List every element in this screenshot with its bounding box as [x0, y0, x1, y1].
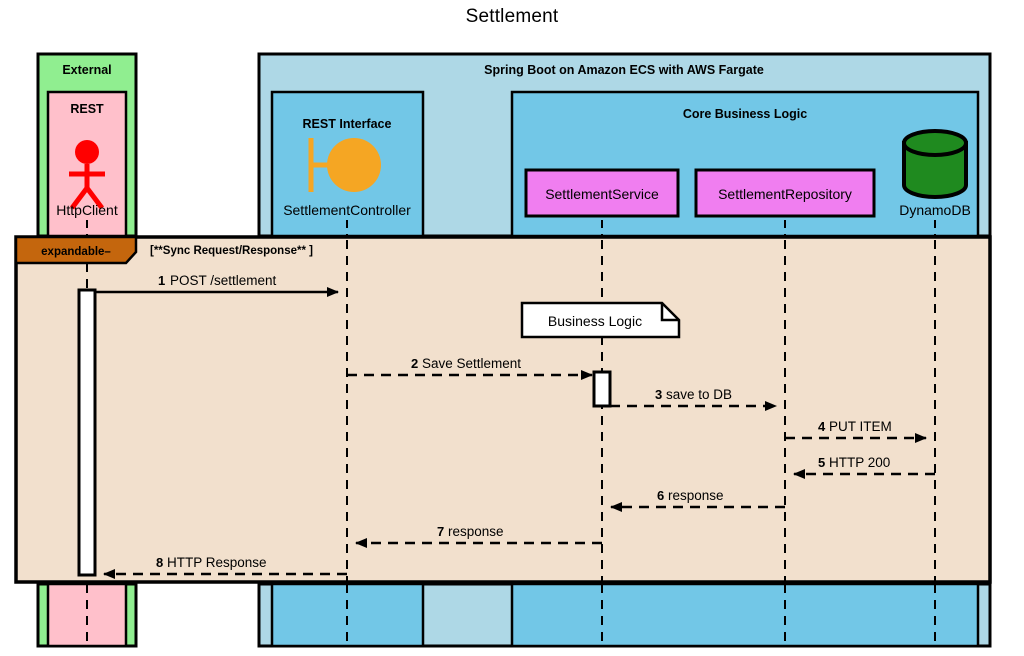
- message-7[interactable]: 7 response: [355, 524, 602, 548]
- message-6-label: response: [668, 488, 724, 503]
- message-4-label: PUT ITEM: [829, 419, 892, 434]
- message-2-number: 2: [411, 356, 418, 371]
- participant-label-dynamodb: DynamoDB: [899, 202, 971, 218]
- message-5-label: HTTP 200: [829, 455, 890, 470]
- fragment-operator-label: expandable–: [41, 246, 111, 258]
- participant-label-settlementrepository: SettlementRepository: [718, 186, 852, 202]
- message-8[interactable]: 8 HTTP Response: [103, 555, 347, 579]
- message-8-label: HTTP Response: [167, 555, 267, 570]
- message-5[interactable]: 5 HTTP 200: [793, 455, 935, 479]
- participant-label-httpclient: HttpClient: [56, 202, 118, 218]
- message-6[interactable]: 6 response: [610, 488, 785, 512]
- page-title: Settlement: [465, 6, 559, 27]
- activation-bars: [77, 288, 612, 577]
- group-label-rest-interface: REST Interface: [303, 117, 392, 131]
- participant-httpclient[interactable]: HttpClient: [56, 140, 118, 218]
- participant-label-settlementservice: SettlementService: [545, 186, 659, 202]
- message-6-number: 6: [657, 488, 664, 503]
- message-3-number: 3: [655, 387, 662, 402]
- message-7-label: response: [448, 524, 504, 539]
- fragment-operator-tab[interactable]: [14, 235, 138, 265]
- message-8-number: 8: [156, 555, 163, 570]
- activation-httpclient: [77, 288, 97, 577]
- participant-settlementrepository[interactable]: SettlementRepository: [694, 168, 876, 218]
- message-7-number: 7: [437, 524, 444, 539]
- fragment-guard-label: [**Sync Request/Response** ]: [150, 245, 313, 257]
- activation-settlementservice: [592, 370, 612, 408]
- group-label-spring-boot: Spring Boot on Amazon ECS with AWS Farga…: [484, 63, 764, 77]
- group-label-core-business-logic: Core Business Logic: [683, 107, 807, 121]
- message-2[interactable]: 2 Save Settlement: [347, 356, 593, 380]
- message-1[interactable]: 1 POST /settlement: [95, 273, 339, 297]
- participant-settlementcontroller[interactable]: SettlementController: [283, 138, 411, 218]
- message-3-label: save to DB: [666, 387, 732, 402]
- footer-core-logic: [510, 582, 980, 648]
- footer-rest-interface: [270, 582, 425, 648]
- note-business-logic: Business Logic: [520, 301, 681, 339]
- message-1-label: POST /settlement: [170, 273, 277, 288]
- lifeline-stubs: [86, 220, 936, 236]
- group-label-external: External: [62, 63, 111, 77]
- message-4[interactable]: 4 PUT ITEM: [785, 419, 927, 443]
- combined-fragment: expandable– [**Sync Request/Response** ]: [14, 235, 992, 584]
- participant-dynamodb[interactable]: DynamoDB: [899, 129, 971, 218]
- message-3[interactable]: 3 save to DB: [610, 387, 777, 411]
- note-text: Business Logic: [548, 313, 642, 329]
- message-4-number: 4: [818, 419, 826, 434]
- participant-label-settlementcontroller: SettlementController: [283, 202, 411, 218]
- message-2-label: Save Settlement: [422, 356, 521, 371]
- group-label-rest: REST: [70, 102, 104, 116]
- participant-settlementservice[interactable]: SettlementService: [524, 168, 680, 218]
- message-1-number: 1: [158, 273, 165, 288]
- message-5-number: 5: [818, 455, 825, 470]
- footer-bands: [36, 582, 992, 648]
